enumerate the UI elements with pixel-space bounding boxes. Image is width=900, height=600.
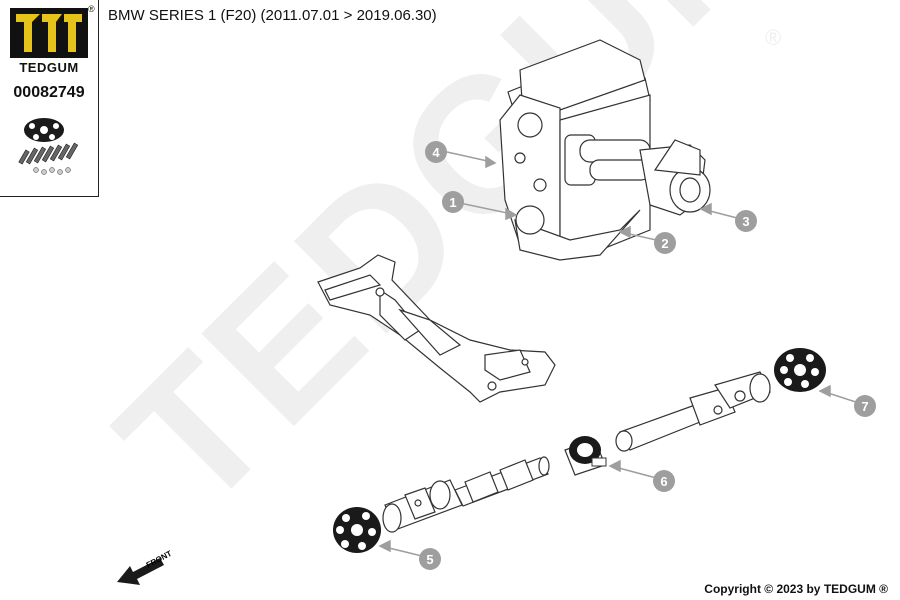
- svg-text:4: 4: [432, 145, 440, 160]
- propshaft-middle: [454, 456, 550, 507]
- svg-text:3: 3: [742, 214, 749, 229]
- brand-panel: ® TEDGUM 00082749: [0, 0, 99, 197]
- front-direction-indicator: FRONT: [117, 549, 173, 585]
- callout-2: 2: [654, 232, 676, 254]
- svg-text:7: 7: [861, 399, 868, 414]
- crossmember-illustration: [317, 254, 556, 403]
- vehicle-model: BMW SERIES 1 (F20): [108, 7, 257, 24]
- production-range: (2011.07.01 > 2019.06.30): [260, 7, 437, 24]
- tedgum-logo-icon: [10, 8, 88, 58]
- watermark-registered: ®: [765, 25, 781, 50]
- engine-illustration: [499, 39, 711, 261]
- front-arrow-icon: [117, 558, 164, 585]
- registered-mark: ®: [88, 4, 95, 14]
- flex-disc-front: [333, 507, 381, 553]
- callout-7: 7: [854, 395, 876, 417]
- callout-1: 1: [442, 191, 464, 213]
- callout-6: 6: [653, 470, 675, 492]
- part-number: 00082749: [13, 84, 85, 101]
- page-title: BMW SERIES 1 (F20) (2011.07.01 > 2019.06…: [108, 7, 437, 24]
- propshaft-front: [382, 479, 463, 533]
- brand-name: TEDGUM: [19, 60, 79, 75]
- svg-text:2: 2: [661, 236, 668, 251]
- product-thumbnail: [18, 118, 79, 175]
- callout-3: 3: [735, 210, 757, 232]
- callout-4: 4: [425, 141, 447, 163]
- callout-5: 5: [419, 548, 441, 570]
- svg-text:6: 6: [660, 474, 667, 489]
- propshaft-rear: [615, 371, 771, 452]
- center-bearing: [564, 436, 607, 476]
- svg-text:5: 5: [426, 552, 433, 567]
- flex-disc-rear: [774, 348, 826, 392]
- copyright-notice: Copyright © 2023 by TEDGUM ®: [704, 582, 888, 596]
- watermark-text: TEDGUM: [79, 0, 828, 549]
- svg-text:1: 1: [449, 195, 456, 210]
